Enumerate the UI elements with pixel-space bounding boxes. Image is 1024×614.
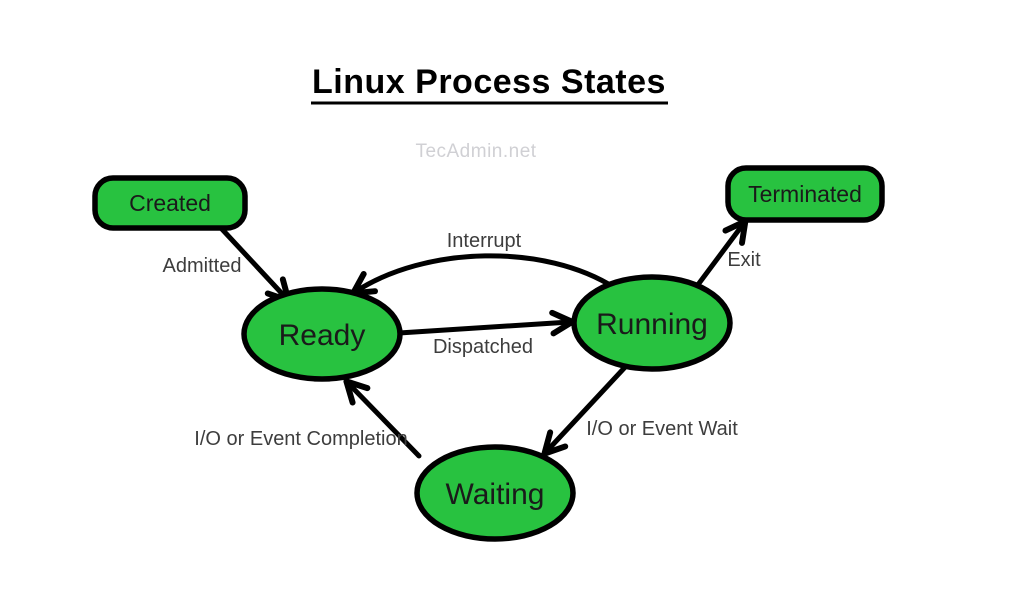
edge-label-admitted: Admitted (163, 255, 242, 277)
state-label-terminated: Terminated (748, 181, 862, 207)
state-node-waiting (414, 444, 576, 542)
edge-label-exit: Exit (727, 249, 761, 271)
edge-label-interrupt: Interrupt (447, 230, 522, 252)
edge-waiting-to-ready (343, 378, 422, 459)
edge-running-to-terminated (694, 218, 749, 289)
state-node-ready (241, 286, 403, 382)
page-title: Linux Process States (312, 63, 666, 101)
edge-label-io-event-wait: I/O or Event Wait (586, 418, 738, 440)
edge-created-to-ready (217, 224, 292, 304)
edges: Admitted Dispatched Interrupt Exit I/O o… (163, 218, 761, 459)
state-label-waiting: Waiting (446, 478, 545, 511)
watermark: TecAdmin.net (415, 141, 536, 162)
edge-label-io-event-completion: I/O or Event Completion (194, 428, 407, 450)
edge-ready-to-running (396, 309, 576, 337)
state-node-terminated (725, 165, 885, 223)
edge-label-dispatched: Dispatched (433, 336, 533, 358)
state-node-created (92, 175, 248, 231)
edge-running-to-waiting (541, 361, 631, 457)
state-label-created: Created (129, 190, 211, 216)
state-label-ready: Ready (279, 319, 366, 352)
edge-running-to-ready-interrupt (350, 253, 618, 297)
nodes: Created Ready Running Waiting Terminated (92, 165, 885, 542)
state-label-running: Running (596, 308, 708, 341)
state-node-running (571, 274, 733, 372)
